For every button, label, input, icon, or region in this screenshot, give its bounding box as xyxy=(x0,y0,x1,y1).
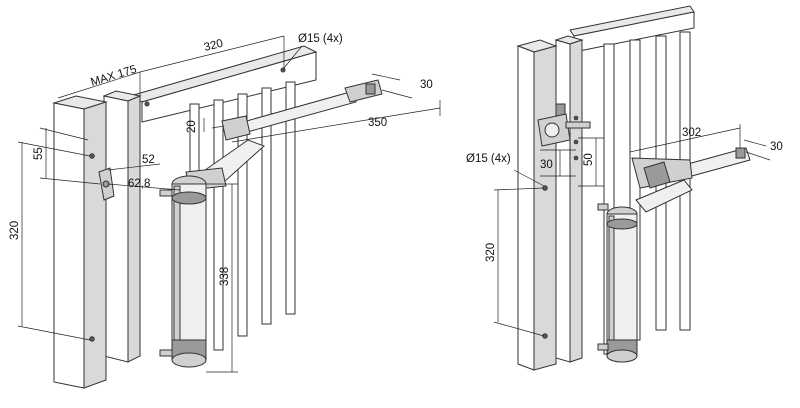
left-closer-cylinder xyxy=(159,175,207,368)
label-320-side-left: 320 xyxy=(9,221,21,240)
left-closer-arm xyxy=(185,79,383,191)
label-62-8: 62,8 xyxy=(128,178,150,190)
right-closer-cylinder xyxy=(597,203,638,363)
label-302: 302 xyxy=(682,127,701,139)
label-350: 350 xyxy=(368,117,387,129)
label-320-top: 320 xyxy=(203,38,225,54)
left-view: MAX 175 320 Ø15 (4x) 30 20 350 55 52 62,… xyxy=(9,33,441,389)
right-view: Ø15 (4x) 30 50 302 30 320 xyxy=(466,5,783,371)
left-top-rail xyxy=(128,45,318,123)
label-max-175: MAX 175 xyxy=(89,64,138,89)
right-gate-stile xyxy=(554,35,584,363)
label-50: 50 xyxy=(583,153,595,166)
label-55: 55 xyxy=(33,147,45,160)
left-dimensions xyxy=(17,35,441,373)
left-post-hole-top xyxy=(89,153,95,159)
label-30-left: 30 xyxy=(420,79,433,91)
label-hole-right: Ø15 (4x) xyxy=(466,153,511,165)
left-gate-stile xyxy=(102,90,142,363)
right-closer-arm xyxy=(631,147,751,213)
right-post-hole-bottom xyxy=(542,333,548,339)
label-52: 52 xyxy=(142,154,155,166)
right-fixed-post xyxy=(516,39,558,371)
left-post-bracket xyxy=(98,167,115,201)
right-hinge xyxy=(537,103,591,147)
label-20: 20 xyxy=(186,120,198,133)
label-hole-left: Ø15 (4x) xyxy=(298,33,343,45)
right-labels: Ø15 (4x) 30 50 302 30 320 xyxy=(466,127,783,262)
label-30-right-b: 30 xyxy=(770,141,783,153)
label-30-right-a: 30 xyxy=(540,159,553,171)
label-320-side-right: 320 xyxy=(485,243,497,262)
right-dimensions xyxy=(493,124,771,337)
left-post-hole-bottom xyxy=(89,336,95,342)
label-338: 338 xyxy=(219,267,231,286)
